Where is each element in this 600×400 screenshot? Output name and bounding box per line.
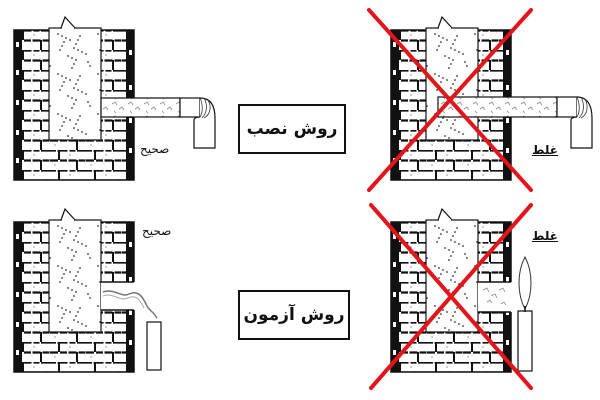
panel-installation-correct xyxy=(13,16,216,181)
verdict-wrong-testing: غلط xyxy=(532,229,558,243)
verdict-wrong-installation: غلط xyxy=(532,143,558,157)
installation-method-label: روش نصب xyxy=(238,104,346,154)
verdict-correct-installation: صحیح xyxy=(140,142,170,156)
cross-mark-installation xyxy=(367,8,533,192)
testing-method-label: روش آزمون xyxy=(238,290,350,340)
panel-testing-correct xyxy=(13,208,162,373)
cross-mark-testing xyxy=(369,203,533,390)
panel-testing-wrong xyxy=(390,208,533,373)
panel-installation-wrong xyxy=(390,16,593,181)
verdict-correct-testing: صحیح xyxy=(142,224,172,238)
